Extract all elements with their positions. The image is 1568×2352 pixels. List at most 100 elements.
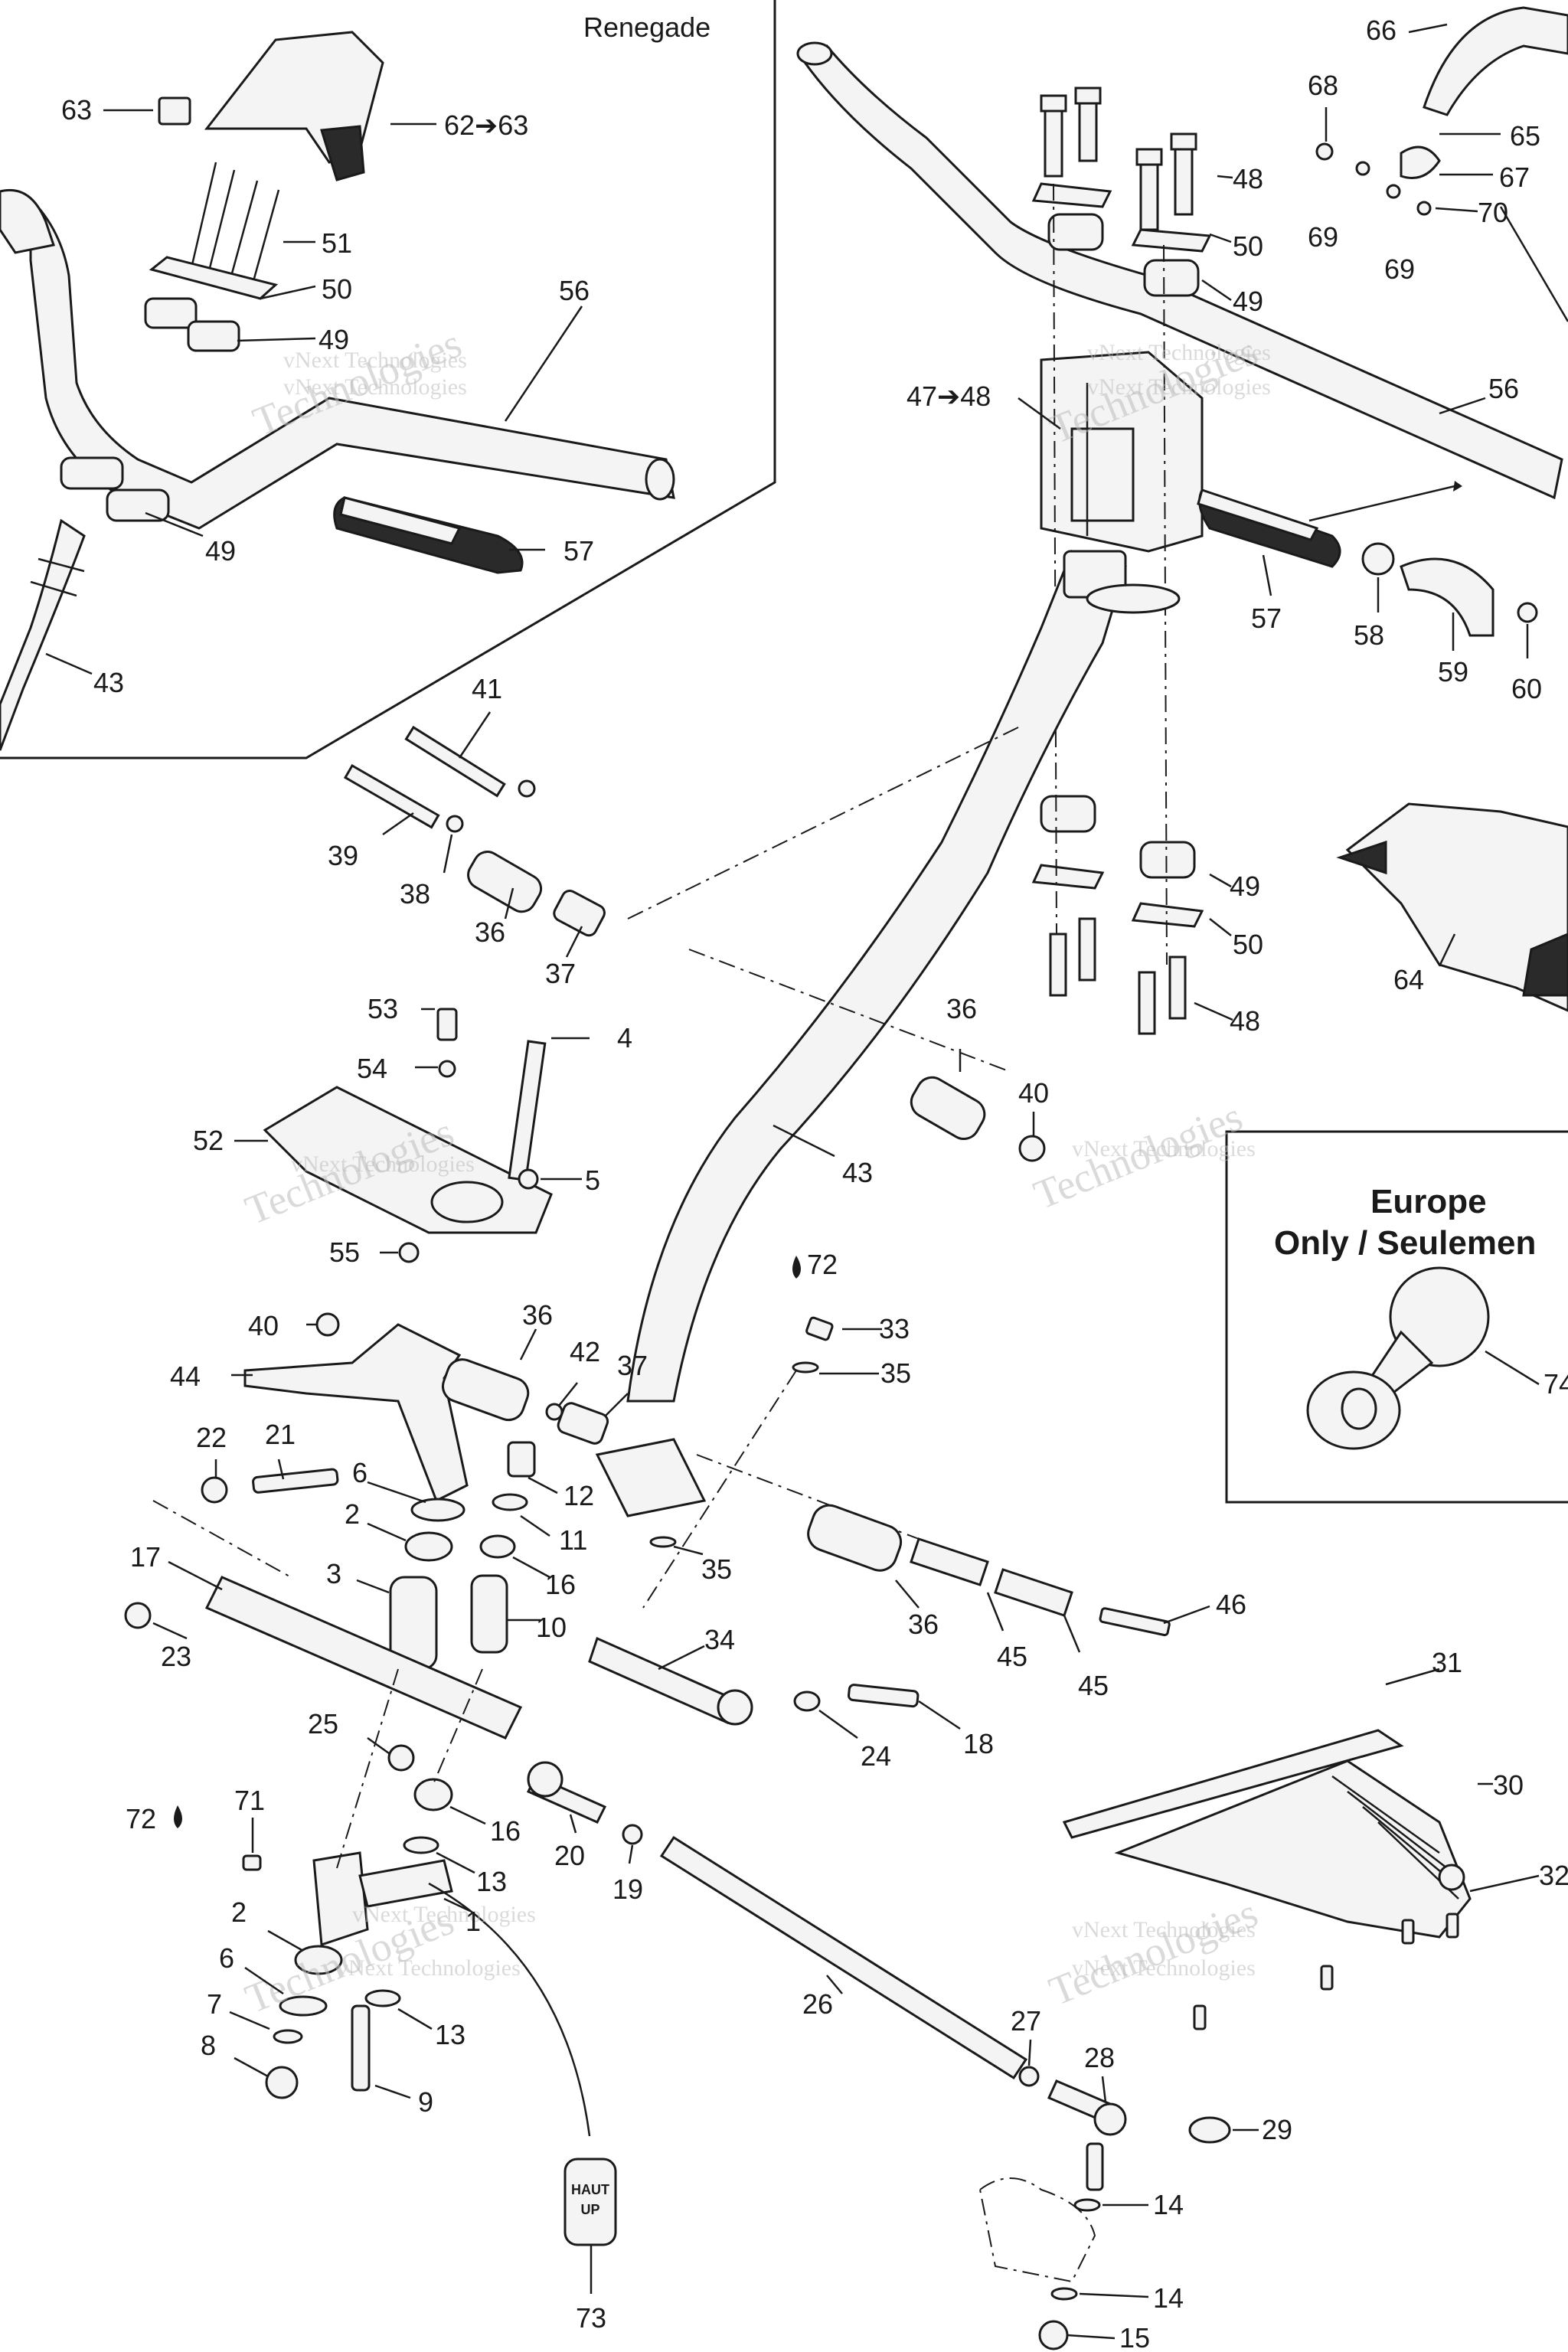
callout-26: 26 (802, 1988, 833, 2020)
callout-29: 29 (1262, 2114, 1292, 2145)
callout-36: 36 (946, 993, 977, 1024)
washer-11 (492, 1493, 528, 1511)
callout-42: 42 (570, 1336, 600, 1367)
callout-20: 20 (554, 1840, 585, 1871)
riser-slot (1070, 427, 1135, 522)
callout-74: 74 (1544, 1368, 1568, 1400)
hand-guard-strap-2 (1522, 933, 1568, 997)
callout-35: 35 (701, 1553, 732, 1585)
bolt-39 (343, 763, 440, 829)
nut-70 (1416, 201, 1432, 216)
callout-21: 21 (265, 1419, 296, 1450)
callout-63: 63 (61, 94, 92, 126)
up-tag-line2: UP (580, 2202, 599, 2217)
callout-14: 14 (1153, 2189, 1184, 2220)
washer-14a (1073, 2198, 1101, 2212)
callout-46: 46 (1216, 1589, 1246, 1620)
callout-16: 16 (490, 1815, 521, 1847)
hand-guard-strap (1336, 840, 1387, 875)
bolt-53 (436, 1008, 458, 1041)
nut-8 (265, 2066, 299, 2099)
lower-plate-left (1031, 864, 1105, 890)
washer-38 (446, 815, 464, 833)
support-44 (243, 1323, 469, 1503)
svg-text:vNext Technologies: vNext Technologies (1072, 1136, 1256, 1161)
callout-15: 15 (1119, 2322, 1150, 2352)
callout-55: 55 (329, 1236, 360, 1268)
callout-44: 44 (170, 1361, 201, 1392)
callout-37: 37 (617, 1350, 648, 1381)
handlebar-main (802, 44, 1563, 500)
grip-main-face (1197, 488, 1319, 541)
callout-4: 4 (617, 1022, 632, 1054)
steering-column-renegade (0, 518, 86, 751)
callout-66: 66 (1366, 15, 1396, 46)
callout-24: 24 (861, 1740, 891, 1772)
nut-40b (315, 1312, 340, 1337)
callout-37: 37 (545, 958, 576, 989)
svg-text:vNext Technologies: vNext Technologies (1087, 340, 1271, 365)
link-bar-17 (204, 1576, 523, 1740)
rod-end-eye-28 (1093, 2102, 1127, 2136)
callout-25: 25 (308, 1708, 338, 1740)
callout-40: 40 (1018, 1077, 1049, 1109)
washer-6b (279, 1995, 328, 2017)
washer-54 (438, 1060, 456, 1078)
callout-48: 48 (1230, 1005, 1260, 1037)
bar-end-weight-58 (1361, 542, 1395, 576)
grease-drop-icon (174, 1805, 182, 1828)
ski-leg-outline (978, 2177, 1096, 2283)
upper-plate-right (1131, 228, 1212, 253)
callout-49: 49 (1230, 871, 1260, 902)
clamp-plate (149, 256, 279, 300)
upper-plate-left (1031, 182, 1112, 208)
callout-72: 72 (807, 1249, 838, 1280)
callout-39: 39 (328, 840, 358, 871)
callout-54: 54 (357, 1053, 387, 1084)
lower-clamp-left (1040, 795, 1096, 833)
nut-23 (124, 1602, 152, 1629)
svg-text:vNext Technologies: vNext Technologies (283, 374, 467, 400)
link-45b (994, 1568, 1073, 1617)
callout-67: 67 (1499, 162, 1530, 193)
bushing-36d (807, 1504, 903, 1572)
callout-11: 11 (559, 1524, 587, 1556)
washer-6a (410, 1498, 466, 1522)
callout-50: 50 (1233, 929, 1263, 960)
callout-45: 45 (1078, 1670, 1109, 1701)
callout-14: 14 (1153, 2282, 1184, 2314)
bolt-18 (848, 1684, 920, 1708)
bar-end (645, 458, 675, 501)
spacer-37b (557, 1402, 609, 1445)
column-foot (595, 1438, 707, 1517)
callout-labels: 63 62➔63 51 50 49 56 57 49 43 66 68 65 6… (61, 15, 1568, 2352)
callout-10: 10 (536, 1612, 567, 1643)
callout-56: 56 (559, 275, 590, 306)
callout-45: 45 (997, 1641, 1027, 1672)
washer-35a (792, 1361, 819, 1374)
callout-47-48: 47➔48 (906, 381, 991, 412)
lower-plate-right (1131, 902, 1204, 928)
washer-22 (201, 1476, 228, 1504)
bar-end-59 (1400, 557, 1494, 637)
bushing-16b (413, 1778, 453, 1811)
handle-66 (1423, 6, 1568, 116)
grease-hose (428, 1882, 591, 2137)
svg-text:Technologies: Technologies (1043, 1890, 1264, 2014)
callout-34: 34 (704, 1624, 735, 1655)
cap-29 (1188, 2116, 1231, 2144)
callout-68: 68 (1308, 70, 1338, 101)
callout-13: 13 (435, 2019, 466, 2050)
svg-text:vNext Technologies: vNext Technologies (352, 1902, 536, 1927)
callout-43: 43 (93, 667, 124, 698)
callout-72: 72 (126, 1803, 156, 1834)
callout-22: 22 (196, 1422, 227, 1453)
riser-screws (190, 162, 280, 290)
bushing-16a (479, 1534, 516, 1559)
lower-clamp-right (1139, 841, 1196, 879)
spacer-37a (553, 890, 606, 937)
callout-27: 27 (1011, 2005, 1041, 2037)
callout-59: 59 (1438, 656, 1468, 688)
hand-guard-64 (1345, 802, 1568, 1012)
bushing-36a (467, 851, 543, 913)
